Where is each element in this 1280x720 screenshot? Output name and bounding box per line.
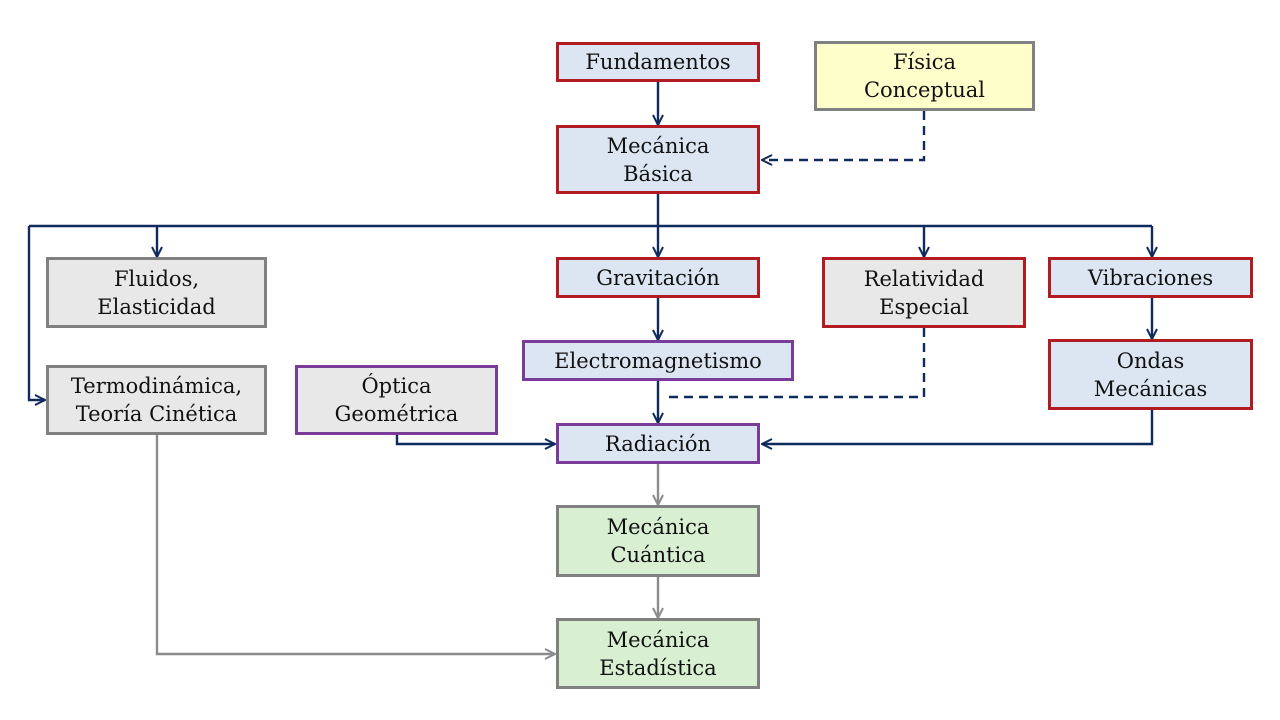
node-mecanica-basica: Mecánica Básica	[556, 125, 760, 194]
node-relatividad-especial: Relatividad Especial	[822, 257, 1026, 328]
node-label: Vibraciones	[1087, 265, 1214, 290]
node-radiacion: Radiación	[556, 423, 760, 464]
node-electromagnetismo: Electromagnetismo	[522, 340, 794, 381]
node-label: Óptica	[361, 374, 432, 398]
node-label: Teoría Cinética	[75, 402, 238, 426]
node-label: Ondas	[1116, 348, 1185, 373]
edge-relatividad-to-radiacion	[668, 328, 926, 399]
node-label: Cuántica	[610, 543, 706, 567]
node-fluidos-elasticidad: Fluidos, Elasticidad	[46, 257, 267, 328]
edge-mecanica-basica-to-termodinamica	[27, 226, 45, 400]
node-label: Elasticidad	[97, 294, 216, 319]
node-fisica-conceptual: Física Conceptual	[814, 41, 1035, 111]
node-label: Especial	[879, 294, 969, 319]
node-label: Física	[892, 50, 957, 74]
node-label: Electromagnetismo	[554, 348, 762, 373]
node-vibraciones: Vibraciones	[1048, 257, 1253, 298]
edge-fisica-conceptual-to-mecanica-basica	[762, 111, 926, 160]
node-mecanica-cuantica: Mecánica Cuántica	[556, 505, 760, 577]
node-label: Conceptual	[863, 78, 986, 102]
edge-trunk-mecanica-basica	[29, 194, 1152, 228]
node-label: Mecánicas	[1093, 376, 1208, 401]
node-gravitacion: Gravitación	[556, 257, 760, 298]
node-label: Relatividad	[863, 266, 985, 291]
node-optica-geometrica: Óptica Geométrica	[295, 365, 498, 435]
node-label: Fundamentos	[585, 50, 731, 74]
node-label: Gravitación	[596, 265, 720, 290]
node-label: Estadística	[599, 655, 717, 680]
node-label: Fluidos,	[113, 266, 200, 291]
node-termodinamica: Termodinámica, Teoría Cinética	[46, 365, 267, 435]
node-label: Mecánica	[606, 515, 710, 539]
edge-termodinamica-to-estadistica	[155, 435, 555, 654]
node-label: Mecánica	[606, 133, 710, 158]
node-fundamentos: Fundamentos	[556, 42, 760, 82]
node-mecanica-estadistica: Mecánica Estadística	[556, 618, 760, 689]
edge-optica-to-radiacion	[395, 435, 555, 444]
node-ondas-mecanicas: Ondas Mecánicas	[1048, 339, 1253, 410]
node-label: Termodinámica,	[70, 374, 243, 398]
node-label: Mecánica	[606, 627, 710, 652]
node-label: Geométrica	[334, 402, 459, 426]
edge-ondas-to-radiacion	[762, 410, 1154, 444]
node-label: Básica	[623, 161, 693, 186]
node-label: Radiación	[604, 431, 712, 456]
